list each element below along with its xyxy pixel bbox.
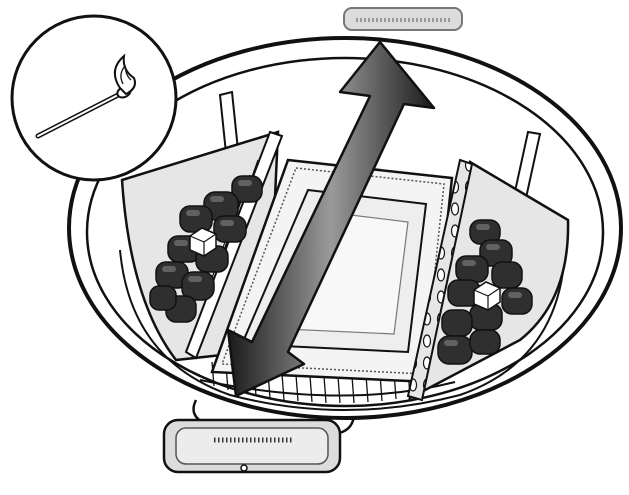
fire-starter-cube-left <box>189 227 217 257</box>
lit-match-inset <box>10 14 178 182</box>
charcoal-pile-right <box>437 219 533 365</box>
lid-handle-top <box>343 7 463 31</box>
match-stick-icon <box>35 85 132 139</box>
fire-starter-cube-right <box>473 281 501 311</box>
flame-icon <box>113 53 136 96</box>
charcoal-pile-left <box>149 175 263 323</box>
lid-handle <box>162 399 356 474</box>
double-arrow-icon <box>226 40 436 398</box>
